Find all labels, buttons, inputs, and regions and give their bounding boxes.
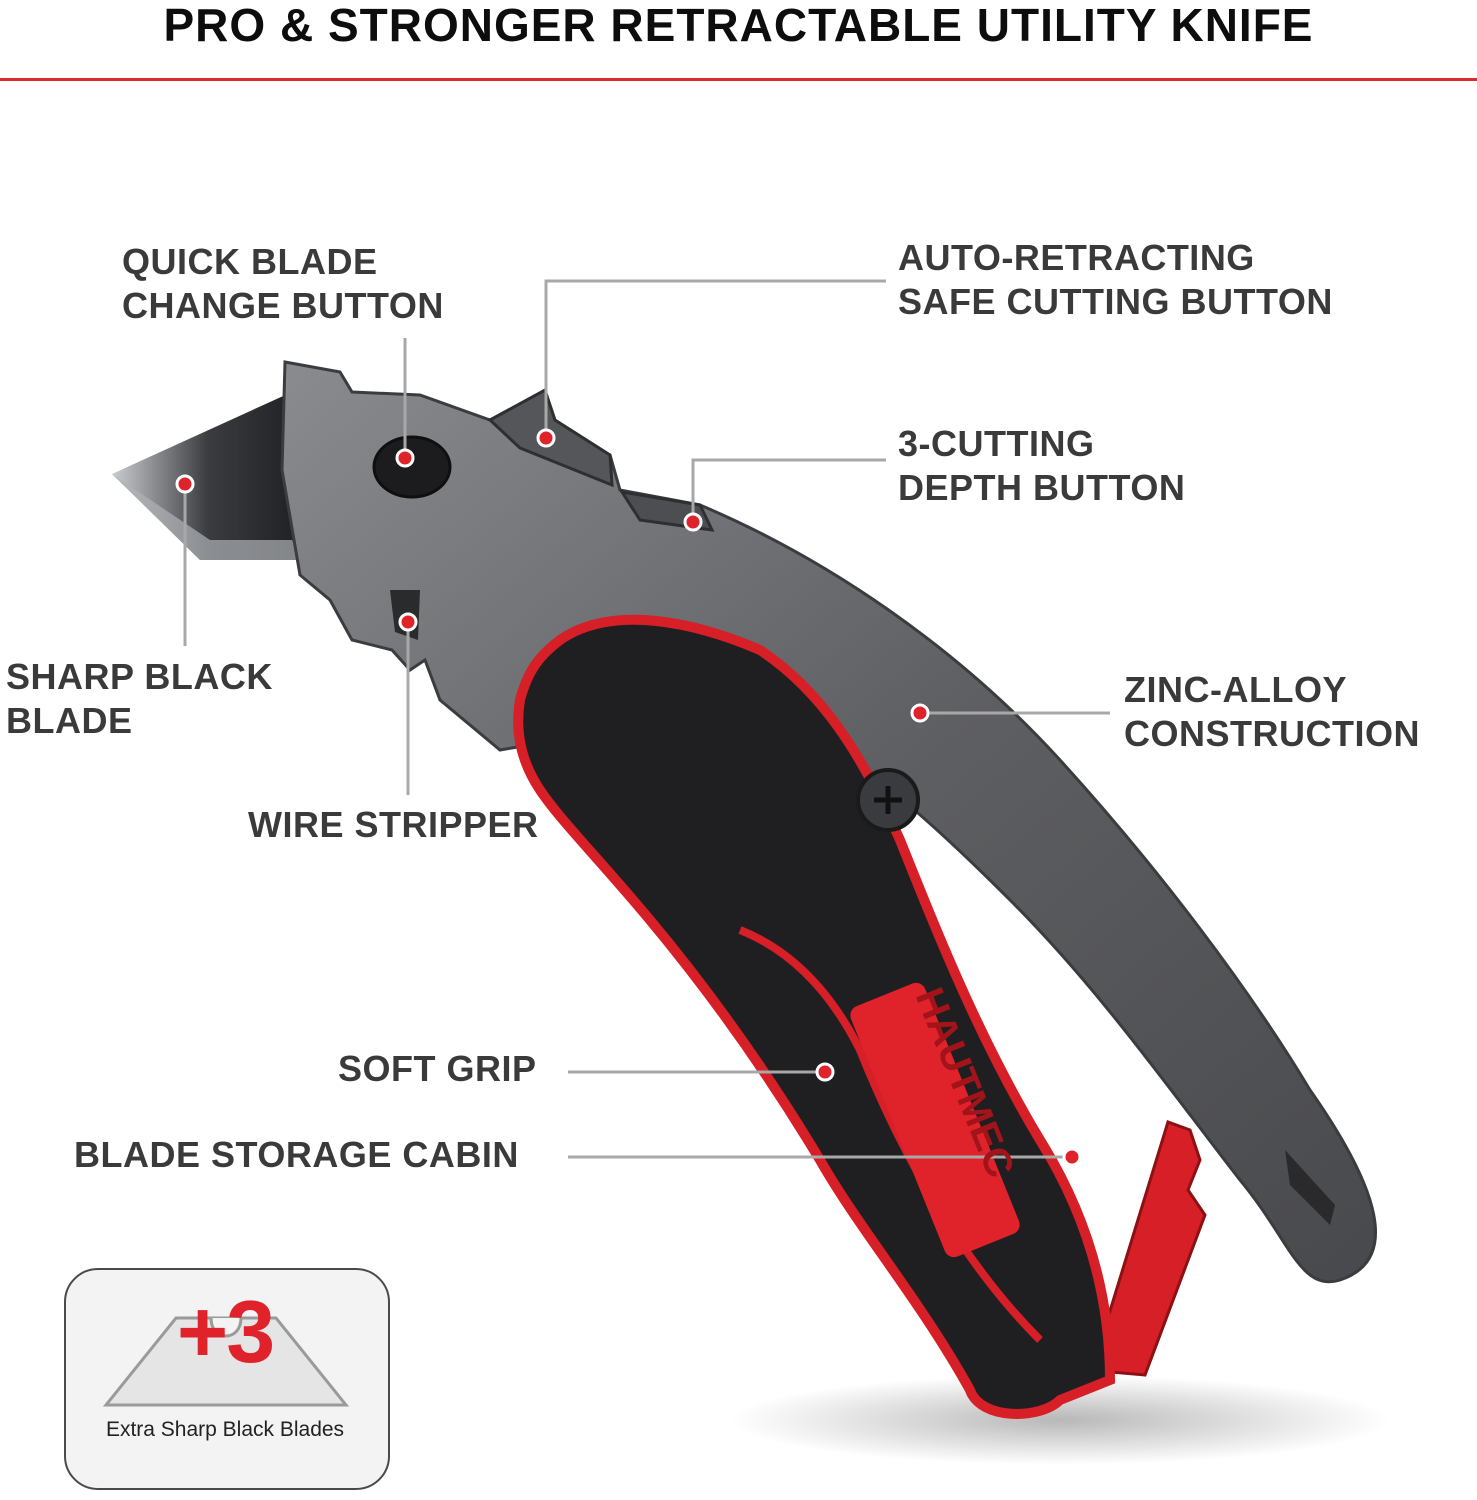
blade-change-button xyxy=(372,435,452,499)
label-soft-grip: SOFT GRIP xyxy=(338,1048,537,1089)
lanyard-hole xyxy=(1285,1150,1335,1225)
spare-blade-icon xyxy=(102,1316,350,1407)
label-quick-blade-change: QUICK BLADE CHANGE BUTTON xyxy=(122,241,444,326)
extra-blades-caption: Extra Sharp Black Blades xyxy=(105,1418,345,1441)
storage-flap xyxy=(1096,1120,1207,1377)
label-auto-retracting: AUTO-RETRACTING SAFE CUTTING BUTTON xyxy=(898,237,1333,322)
grip-stripe xyxy=(738,926,1043,1343)
label-sharp-blade: SHARP BLACK BLADE xyxy=(6,656,273,741)
label-zinc-alloy: ZINC-ALLOY CONSTRUCTION xyxy=(1124,669,1420,754)
extra-blades-badge: +3 Extra Sharp Black Blades xyxy=(64,1268,390,1490)
blade xyxy=(112,392,304,560)
floor-shadow xyxy=(730,1375,1390,1465)
label-blade-storage: BLADE STORAGE CABIN xyxy=(74,1134,519,1175)
page-title: PRO & STRONGER RETRACTABLE UTILITY KNIFE xyxy=(163,0,1314,51)
label-cutting-depth: 3-CUTTING DEPTH BUTTON xyxy=(898,423,1186,508)
screw-slot xyxy=(874,786,902,814)
extra-blades-count: +3 xyxy=(176,1282,275,1381)
title-divider xyxy=(0,78,1477,81)
brand-plate xyxy=(850,982,1020,1258)
leader-lines xyxy=(183,279,1110,1159)
knife-body xyxy=(280,360,1378,1284)
callout-dots xyxy=(175,428,1082,1167)
label-wire-stripper: WIRE STRIPPER xyxy=(248,804,539,845)
